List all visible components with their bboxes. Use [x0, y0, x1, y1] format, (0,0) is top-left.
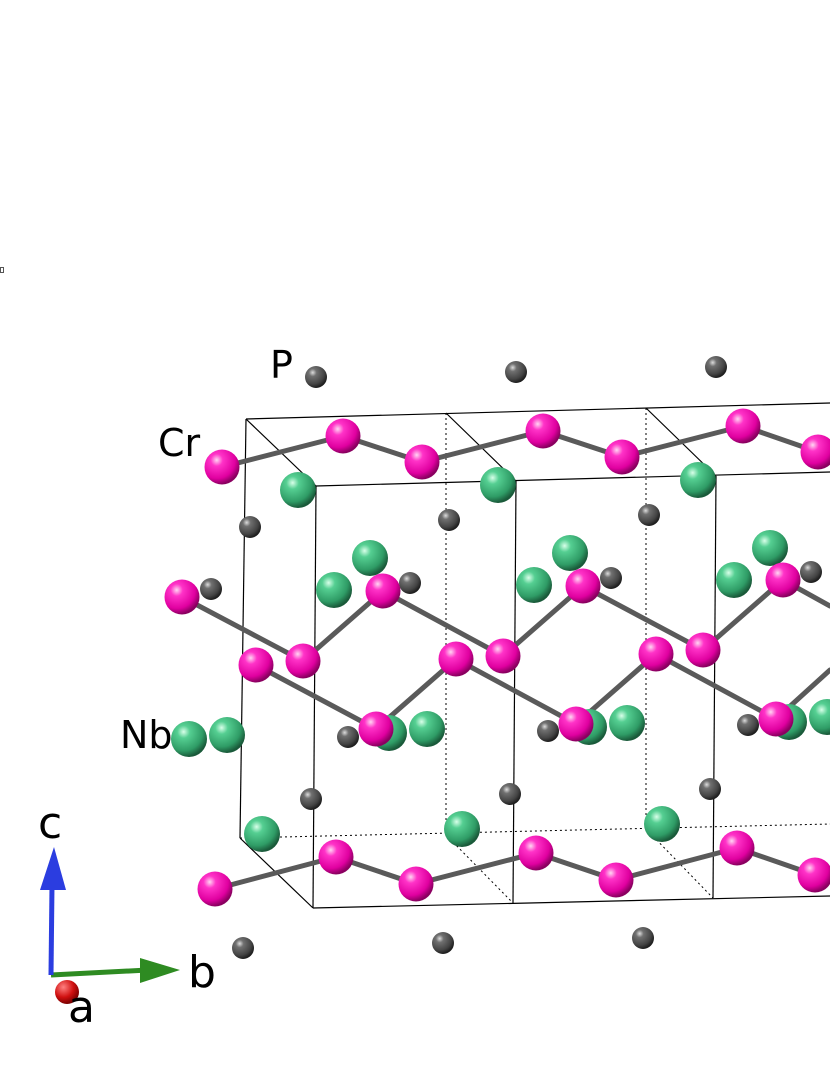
- cr-cr-bond: [380, 588, 506, 659]
- cr-cr-bond: [613, 845, 740, 883]
- p-atom: [632, 927, 654, 949]
- nb-atom: [552, 535, 588, 571]
- crop-mark: [0, 267, 4, 273]
- p-atom: [305, 366, 327, 388]
- axis-b-arrowhead: [140, 958, 180, 983]
- cr-cr-bond: [212, 854, 339, 892]
- p-atom: [699, 778, 721, 800]
- cr-atom: [719, 830, 755, 866]
- atom-label-p: P: [270, 343, 293, 387]
- cr-atom: [285, 643, 321, 679]
- cr-atom: [797, 857, 830, 893]
- cr-atom: [685, 632, 721, 668]
- p-atom: [638, 504, 660, 526]
- axis-label-b: b: [188, 947, 216, 998]
- axis-a-arrowhead: [55, 980, 79, 1004]
- cr-atom: [558, 706, 594, 742]
- cr-cr-bond: [253, 662, 379, 732]
- cr-atom: [565, 568, 601, 604]
- cr-atom: [638, 636, 674, 672]
- cr-cr-bond: [700, 577, 786, 653]
- cr-cr-bond: [619, 423, 746, 460]
- cr-cr-bond: [580, 583, 706, 653]
- cr-cr-bond: [219, 433, 346, 470]
- p-atom: [337, 726, 359, 748]
- nb-atom: [716, 562, 752, 598]
- p-atom: [239, 516, 261, 538]
- nb-atom: [171, 721, 207, 757]
- nb-atom: [680, 462, 716, 498]
- cr-cr-bond: [453, 656, 579, 727]
- axis-c-shaft: [48, 884, 55, 976]
- nb-atom: [644, 806, 680, 842]
- nb-atom: [516, 567, 552, 603]
- cr-atom: [725, 408, 761, 444]
- axis-label-a: a: [68, 982, 95, 1033]
- p-atom: [705, 356, 727, 378]
- atom-label-nb: Nb: [120, 713, 173, 757]
- cr-atom: [438, 641, 474, 677]
- atom-label-cr: Cr: [158, 421, 201, 465]
- cell-edge: [312, 895, 830, 909]
- cr-atom: [518, 835, 554, 871]
- p-atom: [600, 567, 622, 589]
- p-atom: [499, 783, 521, 805]
- cr-atom: [604, 439, 640, 475]
- cr-atom: [758, 701, 794, 737]
- cr-atom: [765, 562, 801, 598]
- cr-atom: [404, 444, 440, 480]
- cr-atom: [365, 573, 401, 609]
- cr-atom: [325, 418, 361, 454]
- cr-cr-bond: [653, 651, 779, 722]
- nb-atom: [609, 705, 645, 741]
- p-atom: [800, 561, 822, 583]
- p-atom: [232, 937, 254, 959]
- cr-atom: [598, 862, 634, 898]
- nb-atom: [444, 811, 480, 847]
- cr-atom: [197, 871, 233, 907]
- p-atom: [737, 714, 759, 736]
- cr-cr-bond: [300, 588, 386, 664]
- nb-atom: [209, 717, 245, 753]
- cr-cr-bond: [179, 594, 306, 664]
- cr-atom: [800, 434, 830, 470]
- nb-atom: [352, 540, 388, 576]
- nb-atom: [752, 530, 788, 566]
- nb-atom: [316, 572, 352, 608]
- cr-cr-bond: [413, 850, 539, 887]
- cr-atom: [358, 711, 394, 747]
- p-atom: [438, 509, 460, 531]
- p-atom: [300, 788, 322, 810]
- axis-c-arrowhead: [40, 847, 66, 890]
- cr-atom: [238, 647, 274, 683]
- cr-atom: [164, 579, 200, 615]
- nb-atom: [280, 472, 316, 508]
- cr-atom: [485, 638, 521, 674]
- nb-atom: [244, 816, 280, 852]
- p-atom: [505, 361, 527, 383]
- nb-atom: [409, 711, 445, 747]
- axis-label-c: c: [38, 798, 62, 849]
- cr-atom: [525, 413, 561, 449]
- atoms: [164, 356, 830, 959]
- cr-atom: [204, 449, 240, 485]
- cr-atom: [398, 866, 434, 902]
- cell-edge-hidden: [239, 823, 830, 839]
- nb-atom: [480, 467, 516, 503]
- cell-edge: [245, 402, 830, 420]
- cr-atom: [318, 839, 354, 875]
- p-atom: [432, 932, 454, 954]
- cr-cr-bond: [419, 428, 546, 465]
- cr-cr-bond: [500, 583, 586, 659]
- p-atom: [537, 720, 559, 742]
- nb-atom: [809, 699, 830, 735]
- p-atom: [200, 578, 222, 600]
- axis-triad: c b a: [38, 798, 216, 1033]
- p-atom: [399, 572, 421, 594]
- axis-b-shaft: [50, 967, 149, 978]
- cell-edge: [315, 471, 830, 487]
